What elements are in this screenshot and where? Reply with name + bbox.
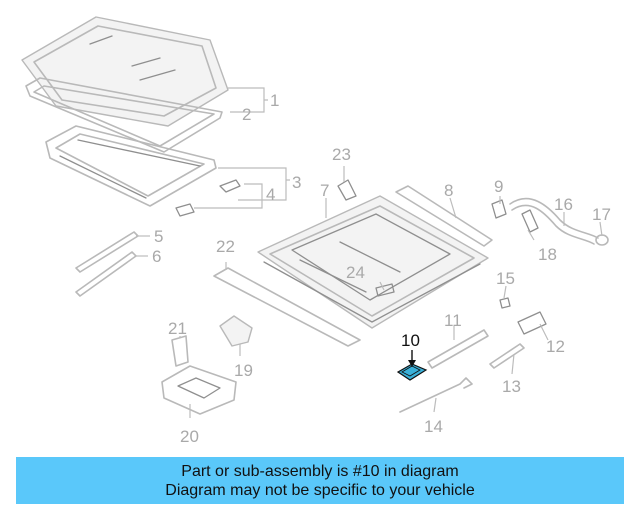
glass-panel-drawing (21, 16, 229, 127)
callout-24[interactable]: 24 (346, 263, 365, 282)
callout-2[interactable]: 2 (242, 105, 251, 124)
plate-20-drawing (161, 365, 237, 415)
motor-19-drawing (219, 315, 253, 347)
callout-labels: 1 2 3 4 5 6 7 8 9 10 11 12 13 14 15 16 1… (152, 91, 611, 446)
callout-15[interactable]: 15 (496, 269, 515, 288)
sunshade-frame-drawing (45, 125, 217, 207)
motor-9-drawing (491, 199, 507, 219)
drain-hose-drawing (509, 197, 599, 245)
parts-diagram: 1 2 3 4 5 6 7 8 9 10 11 12 13 14 15 16 1… (21, 16, 611, 446)
callout-9[interactable]: 9 (494, 177, 503, 196)
callout-17[interactable]: 17 (592, 205, 611, 224)
callout-13[interactable]: 13 (502, 377, 521, 396)
callout-3[interactable]: 3 (292, 173, 301, 192)
callout-6[interactable]: 6 (152, 247, 161, 266)
leader-lines (136, 87, 603, 418)
callout-7[interactable]: 7 (320, 181, 329, 200)
guide-11-drawing (427, 329, 489, 369)
bracket-18-drawing (521, 209, 539, 233)
part-10-arrowhead (408, 360, 416, 367)
rail-5-6-drawing (75, 231, 139, 297)
sunroof-frame-drawing (257, 195, 489, 329)
callout-19[interactable]: 19 (234, 361, 253, 380)
weatherstrip-drawing (25, 77, 223, 153)
callout-18[interactable]: 18 (538, 245, 557, 264)
callout-8[interactable]: 8 (444, 181, 453, 200)
callout-20[interactable]: 20 (180, 427, 199, 446)
clip-4-drawing (175, 179, 241, 217)
part-10-drawing[interactable] (396, 363, 428, 381)
callout-22[interactable]: 22 (216, 237, 235, 256)
callout-11[interactable]: 11 (444, 311, 462, 330)
banner-line-1: Part or sub-assembly is #10 in diagram (181, 462, 459, 480)
clip-15-drawing (499, 297, 511, 309)
callout-12[interactable]: 12 (546, 337, 565, 356)
banner-line-2: Diagram may not be specific to your vehi… (165, 481, 475, 499)
callout-14[interactable]: 14 (424, 417, 443, 436)
callout-16[interactable]: 16 (554, 195, 573, 214)
callout-23[interactable]: 23 (332, 145, 351, 164)
rear-rail-drawing (395, 185, 493, 247)
callout-1[interactable]: 1 (270, 91, 279, 110)
part-info-banner: Part or sub-assembly is #10 in diagram D… (16, 457, 624, 504)
callout-5[interactable]: 5 (154, 227, 163, 246)
callout-21[interactable]: 21 (168, 319, 187, 338)
part-23-24-drawing (337, 179, 395, 297)
handle-21-drawing (171, 335, 189, 367)
callout-4[interactable]: 4 (266, 185, 275, 204)
callout-10[interactable]: 10 (401, 331, 420, 350)
drain-channel-drawing (213, 267, 361, 347)
cable-14-drawing (399, 377, 473, 413)
bracket-12-drawing (517, 311, 547, 335)
grommet-drawing (595, 234, 609, 246)
rail-13-drawing (489, 343, 525, 369)
